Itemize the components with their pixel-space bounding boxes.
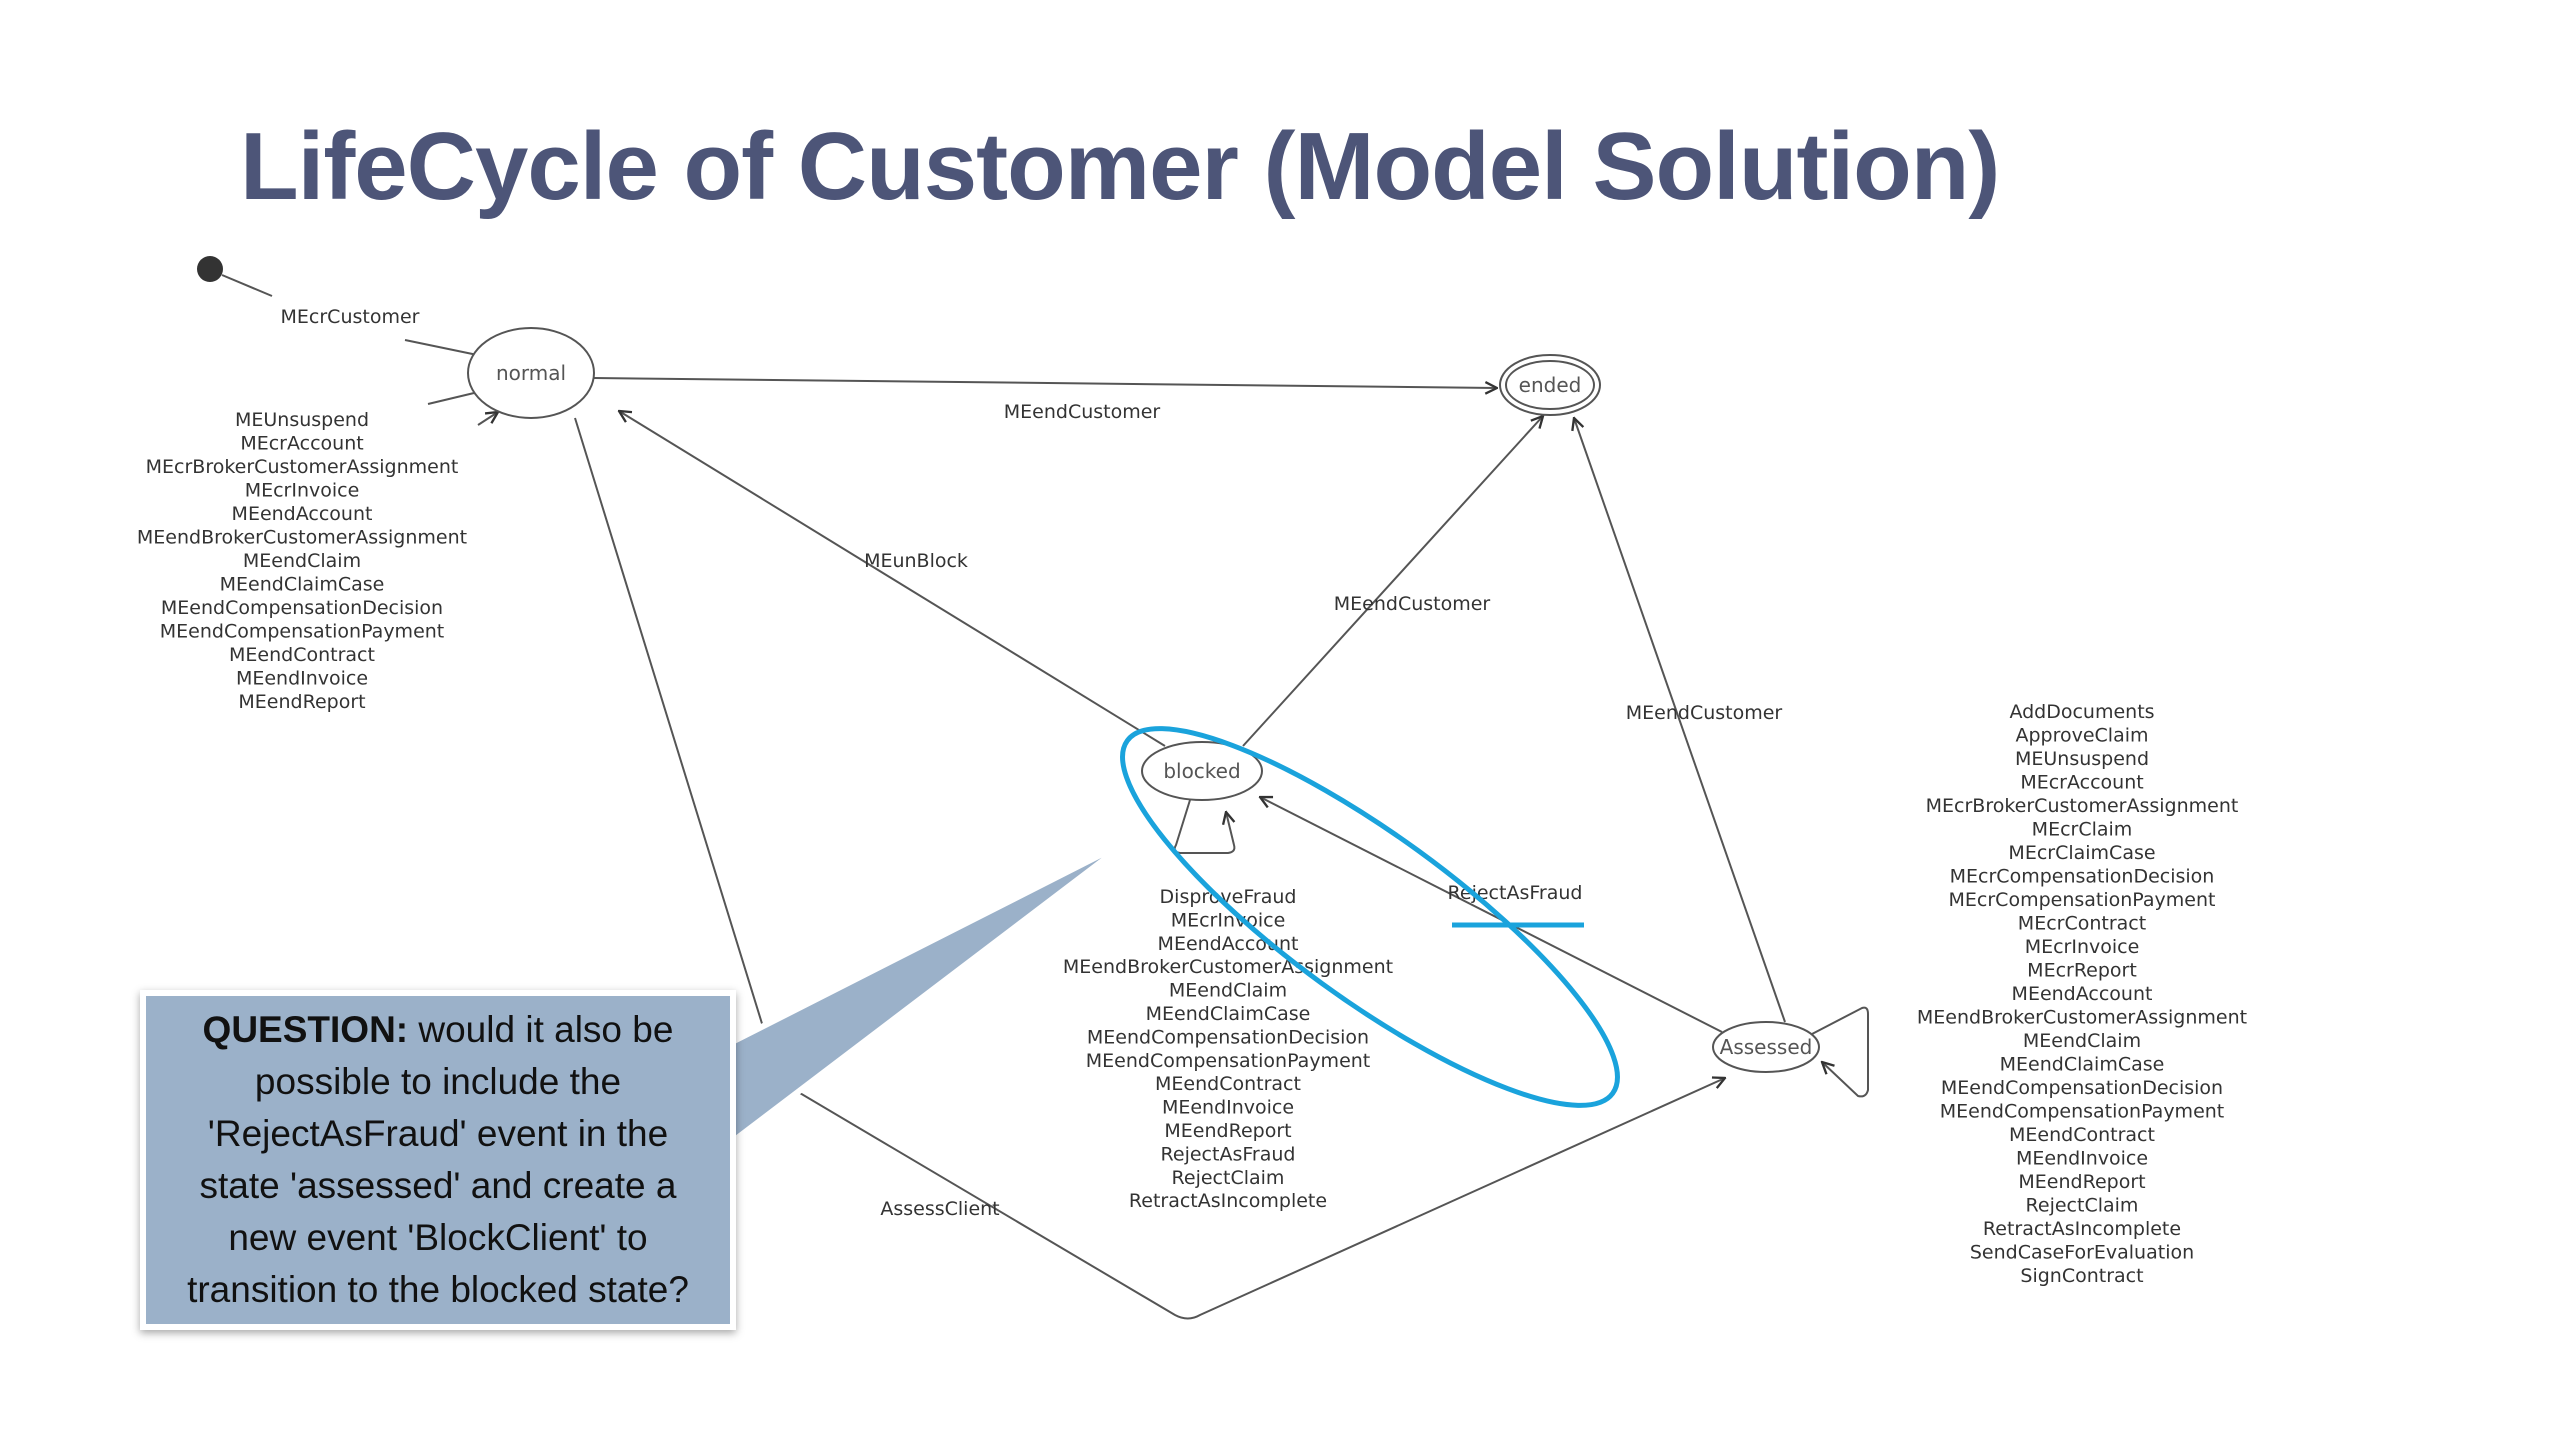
state-ended[interactable]: ended <box>1499 354 1601 416</box>
event-label: RejectClaim <box>2026 1195 2139 1217</box>
event-label: ApproveClaim <box>2015 725 2148 747</box>
state-assessed-label: Assessed <box>1720 1035 1813 1059</box>
event-label: MEendClaimCase <box>220 574 385 596</box>
initial-state-dot <box>197 256 223 282</box>
event-label: MEendInvoice <box>2016 1148 2148 1170</box>
event-label: RetractAsIncomplete <box>1983 1218 2181 1240</box>
label-assessed-to-blocked: RejectAsFraud <box>1448 882 1583 904</box>
event-label: MEendClaimCase <box>1146 1003 1311 1025</box>
event-label: MEcrAccount <box>2020 772 2143 794</box>
callout-pointer <box>729 837 1132 1149</box>
slide-title: LifeCycle of Customer (Model Solution) <box>240 113 2000 220</box>
edge-blocked-self-loop <box>1173 799 1236 854</box>
callout-label: QUESTION: <box>202 1009 409 1050</box>
event-label: MEendReport <box>238 691 365 713</box>
event-label: MEcrCompensationDecision <box>1950 866 2215 888</box>
event-label: SignContract <box>2020 1265 2143 1287</box>
edge-normal-to-ended <box>593 377 1497 388</box>
blocked-self-loop-event-list: DisproveFraudMEcrInvoiceMEendAccountMEen… <box>1063 886 1393 1212</box>
event-label: MEcrAccount <box>240 433 363 455</box>
normal-self-loop-event-list: MEUnsuspendMEcrAccountMEcrBrokerCustomer… <box>137 409 467 713</box>
edge-assessed-to-blocked <box>1260 797 1723 1033</box>
state-normal-label: normal <box>496 361 566 385</box>
event-label: RetractAsIncomplete <box>1129 1190 1327 1212</box>
state-ended-label: ended <box>1519 373 1582 397</box>
state-blocked[interactable]: blocked <box>1141 741 1263 801</box>
event-label: DisproveFraud <box>1160 886 1297 908</box>
event-label: MEendAccount <box>2012 983 2153 1005</box>
event-label: MEendClaim <box>243 550 361 572</box>
event-label: MEendCompensationPayment <box>1940 1101 2225 1123</box>
event-label: MEUnsuspend <box>2015 748 2149 770</box>
edge-assessed-self-loop <box>1811 1006 1869 1098</box>
event-label: MEendContract <box>2009 1124 2155 1146</box>
event-label: MEcrClaimCase <box>2008 842 2155 864</box>
event-label: MEcrBrokerCustomerAssignment <box>1926 795 2239 817</box>
label-initial-to-normal: MEcrCustomer <box>281 306 420 328</box>
event-label: MEendBrokerCustomerAssignment <box>1063 956 1393 978</box>
event-label: MEcrInvoice <box>1171 909 1286 931</box>
event-label: MEendInvoice <box>1162 1097 1294 1119</box>
state-assessed[interactable]: Assessed <box>1712 1021 1820 1073</box>
event-label: MEendReport <box>1164 1120 1291 1142</box>
event-label: MEendContract <box>1155 1073 1301 1095</box>
event-label: MEendBrokerCustomerAssignment <box>137 527 467 549</box>
event-label: MEendCompensationDecision <box>1087 1026 1369 1048</box>
label-blocked-to-normal: MEunBlock <box>864 550 968 572</box>
event-label: AddDocuments <box>2009 701 2154 723</box>
edge-blocked-to-normal <box>619 411 1166 747</box>
event-label: MEendReport <box>2018 1171 2145 1193</box>
event-label: MEendClaimCase <box>2000 1054 2165 1076</box>
label-normal-to-assessed: AssessClient <box>880 1198 999 1220</box>
state-normal[interactable]: normal <box>467 327 595 419</box>
callout-body: would it also be possible to include the… <box>187 1009 689 1310</box>
edge-normal-to-assessed <box>574 417 1725 1320</box>
event-label: MEendCompensationPayment <box>160 621 445 643</box>
edge-normal-self-loop-in <box>477 412 498 426</box>
event-label: MEcrClaim <box>2032 819 2133 841</box>
label-assessed-to-ended: MEendCustomer <box>1626 702 1783 724</box>
event-label: MEendCompensationPayment <box>1086 1050 1371 1072</box>
event-label: MEendAccount <box>232 503 373 525</box>
edge-blocked-to-ended <box>1242 416 1543 747</box>
label-blocked-to-ended: MEendCustomer <box>1334 593 1491 615</box>
event-label: MEendContract <box>229 644 375 666</box>
event-label: MEcrContract <box>2018 913 2146 935</box>
assessed-self-loop-event-list: AddDocumentsApproveClaimMEUnsuspendMEcrA… <box>1917 701 2247 1287</box>
event-label: MEcrBrokerCustomerAssignment <box>146 456 459 478</box>
event-label: MEendInvoice <box>236 668 368 690</box>
event-label: MEendBrokerCustomerAssignment <box>1917 1007 2247 1029</box>
edge-normal-self-loop-out <box>427 392 475 405</box>
label-normal-to-ended: MEendCustomer <box>1004 401 1161 423</box>
question-callout: QUESTION: would it also be possible to i… <box>140 990 736 1330</box>
event-label: MEendClaim <box>2023 1030 2141 1052</box>
callout-text: QUESTION: would it also be possible to i… <box>146 1004 730 1316</box>
event-label: MEcrInvoice <box>245 480 360 502</box>
event-label: MEcrReport <box>2027 960 2137 982</box>
event-label: MEUnsuspend <box>235 409 369 431</box>
state-blocked-label: blocked <box>1163 759 1240 783</box>
edge-assessed-to-ended <box>1574 418 1786 1023</box>
event-label: MEendClaim <box>1169 980 1287 1002</box>
event-label: SendCaseForEvaluation <box>1970 1242 2194 1264</box>
event-label: MEcrCompensationPayment <box>1949 889 2216 911</box>
event-label: RejectClaim <box>1172 1167 1285 1189</box>
highlight-ellipse <box>1120 726 1620 1108</box>
event-label: RejectAsFraud <box>1161 1143 1296 1165</box>
event-label: MEcrInvoice <box>2025 936 2140 958</box>
event-label: MEendCompensationDecision <box>161 597 443 619</box>
event-label: MEendCompensationDecision <box>1941 1077 2223 1099</box>
